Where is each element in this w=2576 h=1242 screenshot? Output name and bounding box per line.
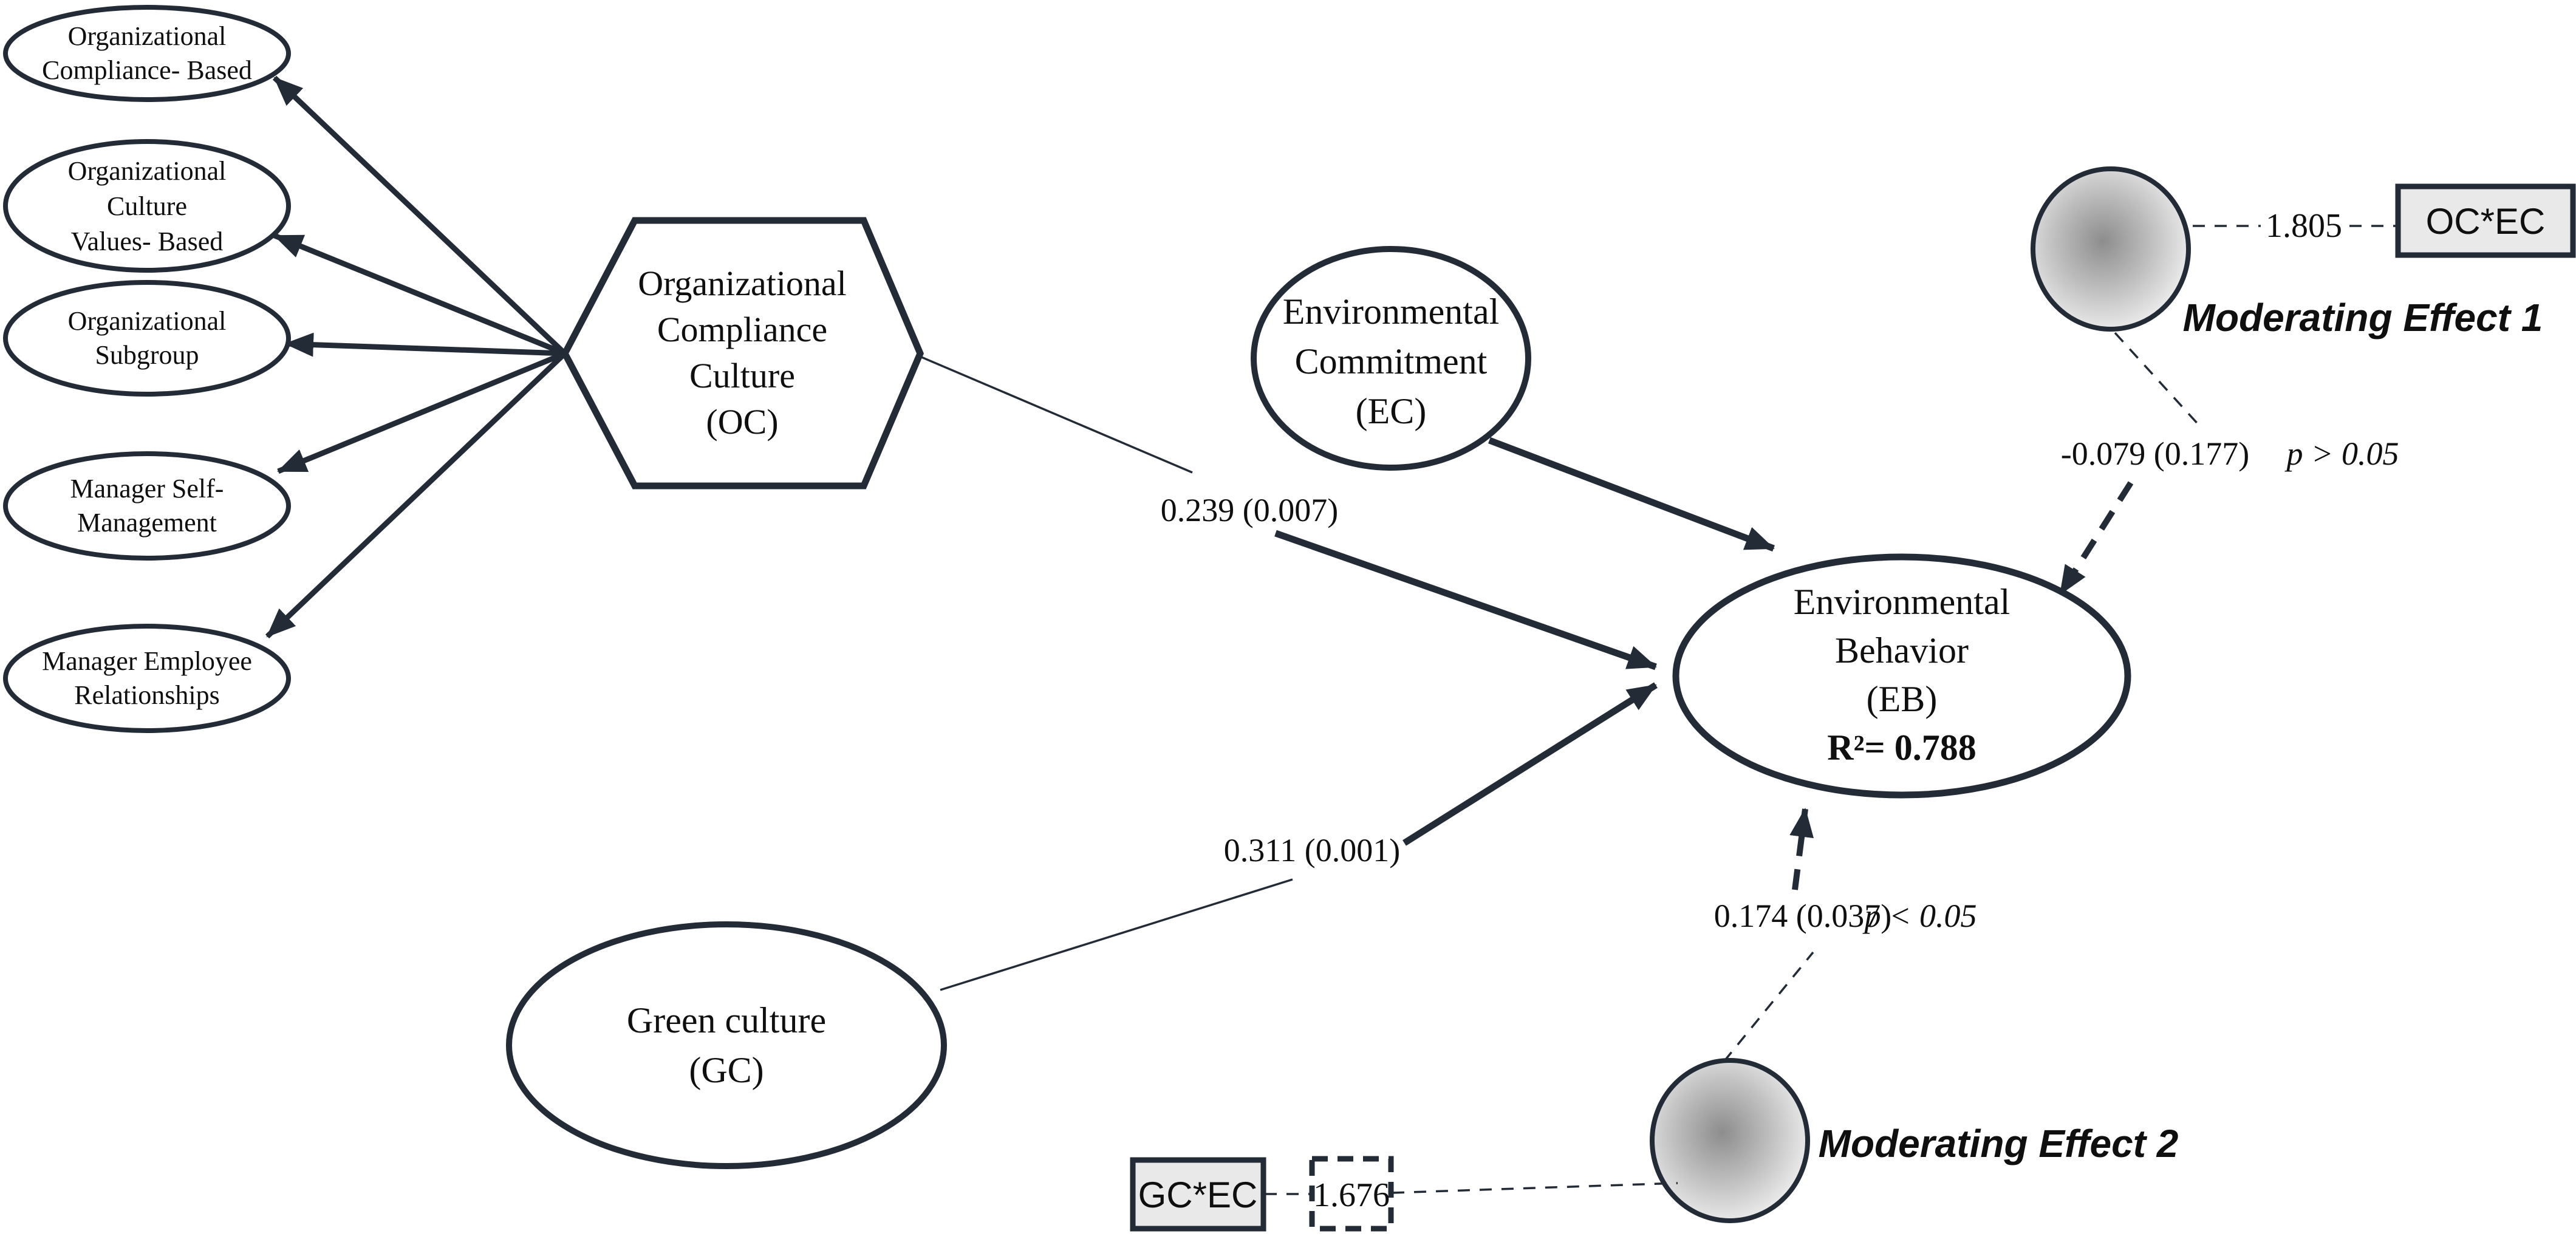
eb-line: Environmental	[1794, 582, 2011, 622]
mod1-title: Moderating Effect 1	[2183, 296, 2543, 340]
oc-line: Organizational	[638, 264, 847, 303]
ec-ellipse	[1251, 246, 1531, 471]
mod2-path-thin-dashed	[1723, 951, 1814, 1063]
arrow-oc-to-self-management	[277, 350, 566, 474]
gc-ellipse	[506, 921, 947, 1169]
indicator-label: Manager Employee	[42, 646, 252, 676]
mod2-value: 1.676	[1313, 1176, 1390, 1214]
arrow-oc-to-compliance-based	[272, 75, 567, 356]
gc-ec-product-label: GC*EC	[1138, 1175, 1258, 1215]
indicator-label: Values- Based	[71, 227, 224, 256]
ec-label: Environmental Commitment (EC)	[1283, 292, 1500, 431]
arrow-oc-to-employee-relationships	[265, 351, 567, 639]
mod2-title: Moderating Effect 2	[1819, 1122, 2179, 1165]
gc-line: Green culture	[627, 1000, 826, 1040]
gc-label: Green culture (GC)	[627, 1000, 826, 1090]
ec-eb-path-arrow	[1488, 437, 1775, 552]
mod2-significance: p < 0.05	[1862, 898, 1977, 934]
eb-line: (EB)	[1867, 679, 1938, 719]
indicator-label: Subgroup	[95, 340, 199, 370]
indicator-label: Management	[77, 508, 217, 537]
oc-line: Culture	[689, 356, 795, 395]
mod1-coefficient: -0.079 (0.177)	[2061, 435, 2249, 472]
mod1-latent-circle	[2031, 166, 2191, 332]
oc-hexagon	[561, 217, 924, 490]
oc-indicator-arrows	[265, 75, 567, 639]
indicator-label: Culture	[107, 191, 187, 221]
mod2-value-box	[1309, 1156, 1394, 1232]
indicator-ellipse-self-management	[3, 451, 291, 561]
oc-line: Compliance	[657, 310, 827, 349]
oc-eb-path-thin-segment	[921, 356, 1193, 474]
mod2-latent-circle	[1650, 1058, 1810, 1223]
indicator-label: Organizational	[68, 21, 227, 51]
indicator-ellipse-values-based	[3, 139, 291, 273]
arrow-oc-to-subgroup	[284, 332, 565, 357]
mod1-eb-dashed-arrow	[2057, 481, 2134, 596]
mod2-value-connector-right	[1392, 1182, 1678, 1194]
gc-eb-path-arrow	[1402, 682, 1658, 846]
gc-eb-coefficient: 0.311 (0.001)	[1224, 832, 1400, 868]
gc-ec-product-box	[1130, 1157, 1266, 1232]
ec-line: Environmental	[1283, 292, 1500, 332]
indicator-ellipse-employee-relationships	[3, 624, 291, 733]
gc-line: (GC)	[689, 1050, 764, 1090]
mod2-eb-dashed-arrow	[1789, 808, 1814, 890]
oc-ec-product-box	[2395, 183, 2576, 258]
indicator-label: Compliance- Based	[42, 55, 252, 85]
indicator-label: Manager Self-	[70, 474, 224, 503]
ec-line: (EC)	[1356, 391, 1427, 431]
gc-eb-path-thin-segment	[940, 878, 1293, 991]
mod1-significance: p > 0.05	[2284, 435, 2399, 472]
indicator-label: Organizational	[68, 156, 227, 186]
oc-line: (OC)	[706, 402, 778, 442]
oc-hexagon-label: Organizational Compliance Culture (OC)	[638, 264, 847, 442]
eb-line: Behavior	[1835, 630, 1969, 670]
mod2-coefficient: 0.174 (0.037)	[1714, 898, 1891, 934]
eb-r-squared: R²= 0.788	[1827, 728, 1976, 768]
indicator-label: Relationships	[74, 680, 220, 710]
eb-label: Environmental Behavior (EB) R²= 0.788	[1794, 582, 2011, 768]
arrow-oc-to-values-based	[273, 233, 566, 357]
mod1-path-thin-dashed	[2114, 332, 2201, 428]
eb-ellipse	[1672, 553, 2131, 799]
indicator-ellipse-compliance-based	[3, 5, 291, 102]
indicator-ellipses: Organizational Compliance- Based Organiz…	[3, 5, 291, 733]
oc-ec-product-label: OC*EC	[2426, 201, 2546, 242]
mod1-value: 1.805	[2266, 207, 2342, 245]
ec-line: Commitment	[1295, 341, 1488, 381]
oc-eb-coefficient: 0.239 (0.007)	[1161, 492, 1338, 528]
indicator-label: Organizational	[68, 306, 227, 336]
indicator-ellipse-subgroup	[3, 280, 291, 397]
oc-eb-path-arrow	[1274, 530, 1657, 670]
